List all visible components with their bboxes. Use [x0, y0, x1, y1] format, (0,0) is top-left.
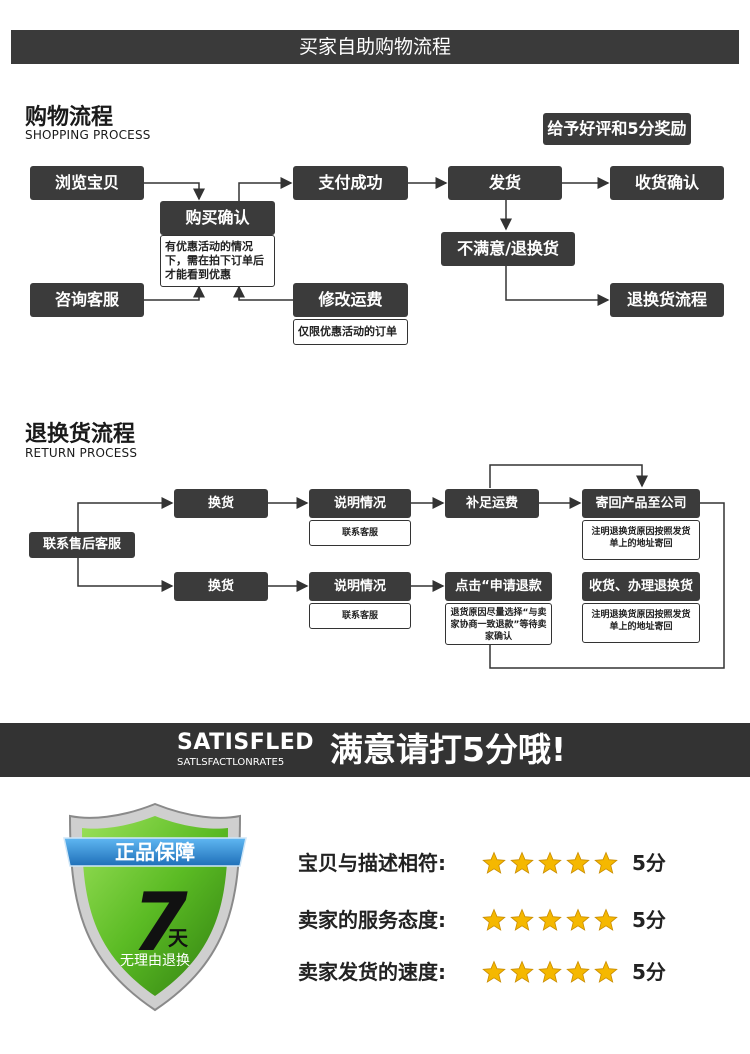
note-cs-2: 联系客服	[309, 603, 411, 629]
edge-fee-loop	[489, 464, 648, 488]
star-icon	[482, 851, 506, 874]
banner-english: SATISFLED	[177, 730, 315, 755]
node-return-flow: 退换货流程	[610, 283, 724, 317]
rating-label: 宝贝与描述相符:	[298, 851, 446, 875]
star-icon	[594, 908, 618, 931]
page-header: 买家自助购物流程	[11, 30, 739, 64]
edge-contact-exchange1	[77, 497, 174, 532]
star-icon	[482, 908, 506, 931]
svg-text:7: 7	[132, 876, 188, 969]
star-icon	[594, 960, 618, 983]
rating-score: 5分	[632, 851, 666, 875]
star-icon	[510, 960, 534, 983]
node-contact: 联系售后客服	[29, 532, 135, 558]
rating-score: 5分	[632, 960, 666, 984]
star-icon	[538, 960, 562, 983]
banner-chinese: 满意请打5分哦!	[330, 730, 567, 769]
star-icon	[538, 908, 562, 931]
note-confirm: 有优惠活动的情况下，需在拍下订单后才能看到优惠	[160, 235, 275, 287]
shield-icon: 7	[63, 802, 247, 1012]
guarantee-badge: 7 正品保障 天 无理由退换	[60, 800, 250, 1015]
satisfaction-banner	[0, 723, 750, 777]
node-consult: 咨询客服	[30, 283, 144, 317]
node-shipping-fee: 补足运费	[445, 489, 539, 518]
returns-subtitle: RETURN PROCESS	[25, 446, 138, 460]
note-send-back: 注明退换货原因按照发货单上的地址寄回	[582, 520, 700, 560]
node-send-back: 寄回产品至公司	[582, 489, 700, 518]
note-refund: 退货原因尽量选择“与卖家协商一致退款”等待卖家确认	[445, 603, 552, 645]
shopping-title: 购物流程	[25, 105, 114, 130]
node-receive: 收货确认	[610, 166, 724, 200]
star-icon	[538, 851, 562, 874]
edge-loop-right	[489, 502, 725, 669]
note-process-return: 注明退换货原因按照发货单上的地址寄回	[582, 603, 700, 643]
star-icon	[594, 851, 618, 874]
returns-title: 退换货流程	[25, 422, 136, 447]
badge-ribbon-text: 正品保障	[115, 840, 195, 864]
edge-browse-confirm	[144, 182, 205, 201]
edge-confirm-pay	[238, 177, 293, 201]
node-explain-2: 说明情况	[309, 572, 411, 601]
rating-label: 卖家的服务态度:	[298, 908, 446, 932]
edge-modify-confirm	[233, 285, 293, 301]
node-exchange-2: 换货	[174, 572, 268, 601]
note-modify: 仅限优惠活动的订单	[293, 319, 408, 345]
edge-contact-exchange2	[77, 558, 174, 592]
star-group	[482, 908, 618, 932]
star-icon	[510, 851, 534, 874]
note-cs-1: 联系客服	[309, 520, 411, 546]
node-refund: 点击“申请退款	[445, 572, 552, 601]
edge-unsatisfied-return	[505, 266, 610, 306]
reward-badge: 给予好评和5分奖励	[543, 113, 691, 145]
node-confirm: 购买确认	[160, 201, 275, 235]
edge-consult-confirm	[144, 285, 205, 301]
node-pay: 支付成功	[293, 166, 408, 200]
rating-label: 卖家发货的速度:	[298, 960, 446, 984]
rating-score: 5分	[632, 908, 666, 932]
star-icon	[482, 960, 506, 983]
node-process-return: 收货、办理退换货	[582, 572, 700, 601]
badge-caption: 无理由退换	[120, 953, 190, 969]
node-explain-1: 说明情况	[309, 489, 411, 518]
star-group	[482, 851, 618, 875]
node-exchange-1: 换货	[174, 489, 268, 518]
node-browse: 浏览宝贝	[30, 166, 144, 200]
shopping-subtitle: SHOPPING PROCESS	[25, 128, 151, 142]
node-ship: 发货	[448, 166, 562, 200]
star-group	[482, 960, 618, 984]
badge-unit: 天	[168, 926, 188, 950]
star-icon	[510, 908, 534, 931]
star-icon	[566, 960, 590, 983]
banner-english-sub: SATLSFACTLONRATE5	[177, 757, 285, 768]
node-unsatisfied: 不满意/退换货	[441, 232, 575, 266]
flow-connectors	[77, 177, 725, 669]
star-icon	[566, 908, 590, 931]
star-icon	[566, 851, 590, 874]
node-modify: 修改运费	[293, 283, 408, 317]
